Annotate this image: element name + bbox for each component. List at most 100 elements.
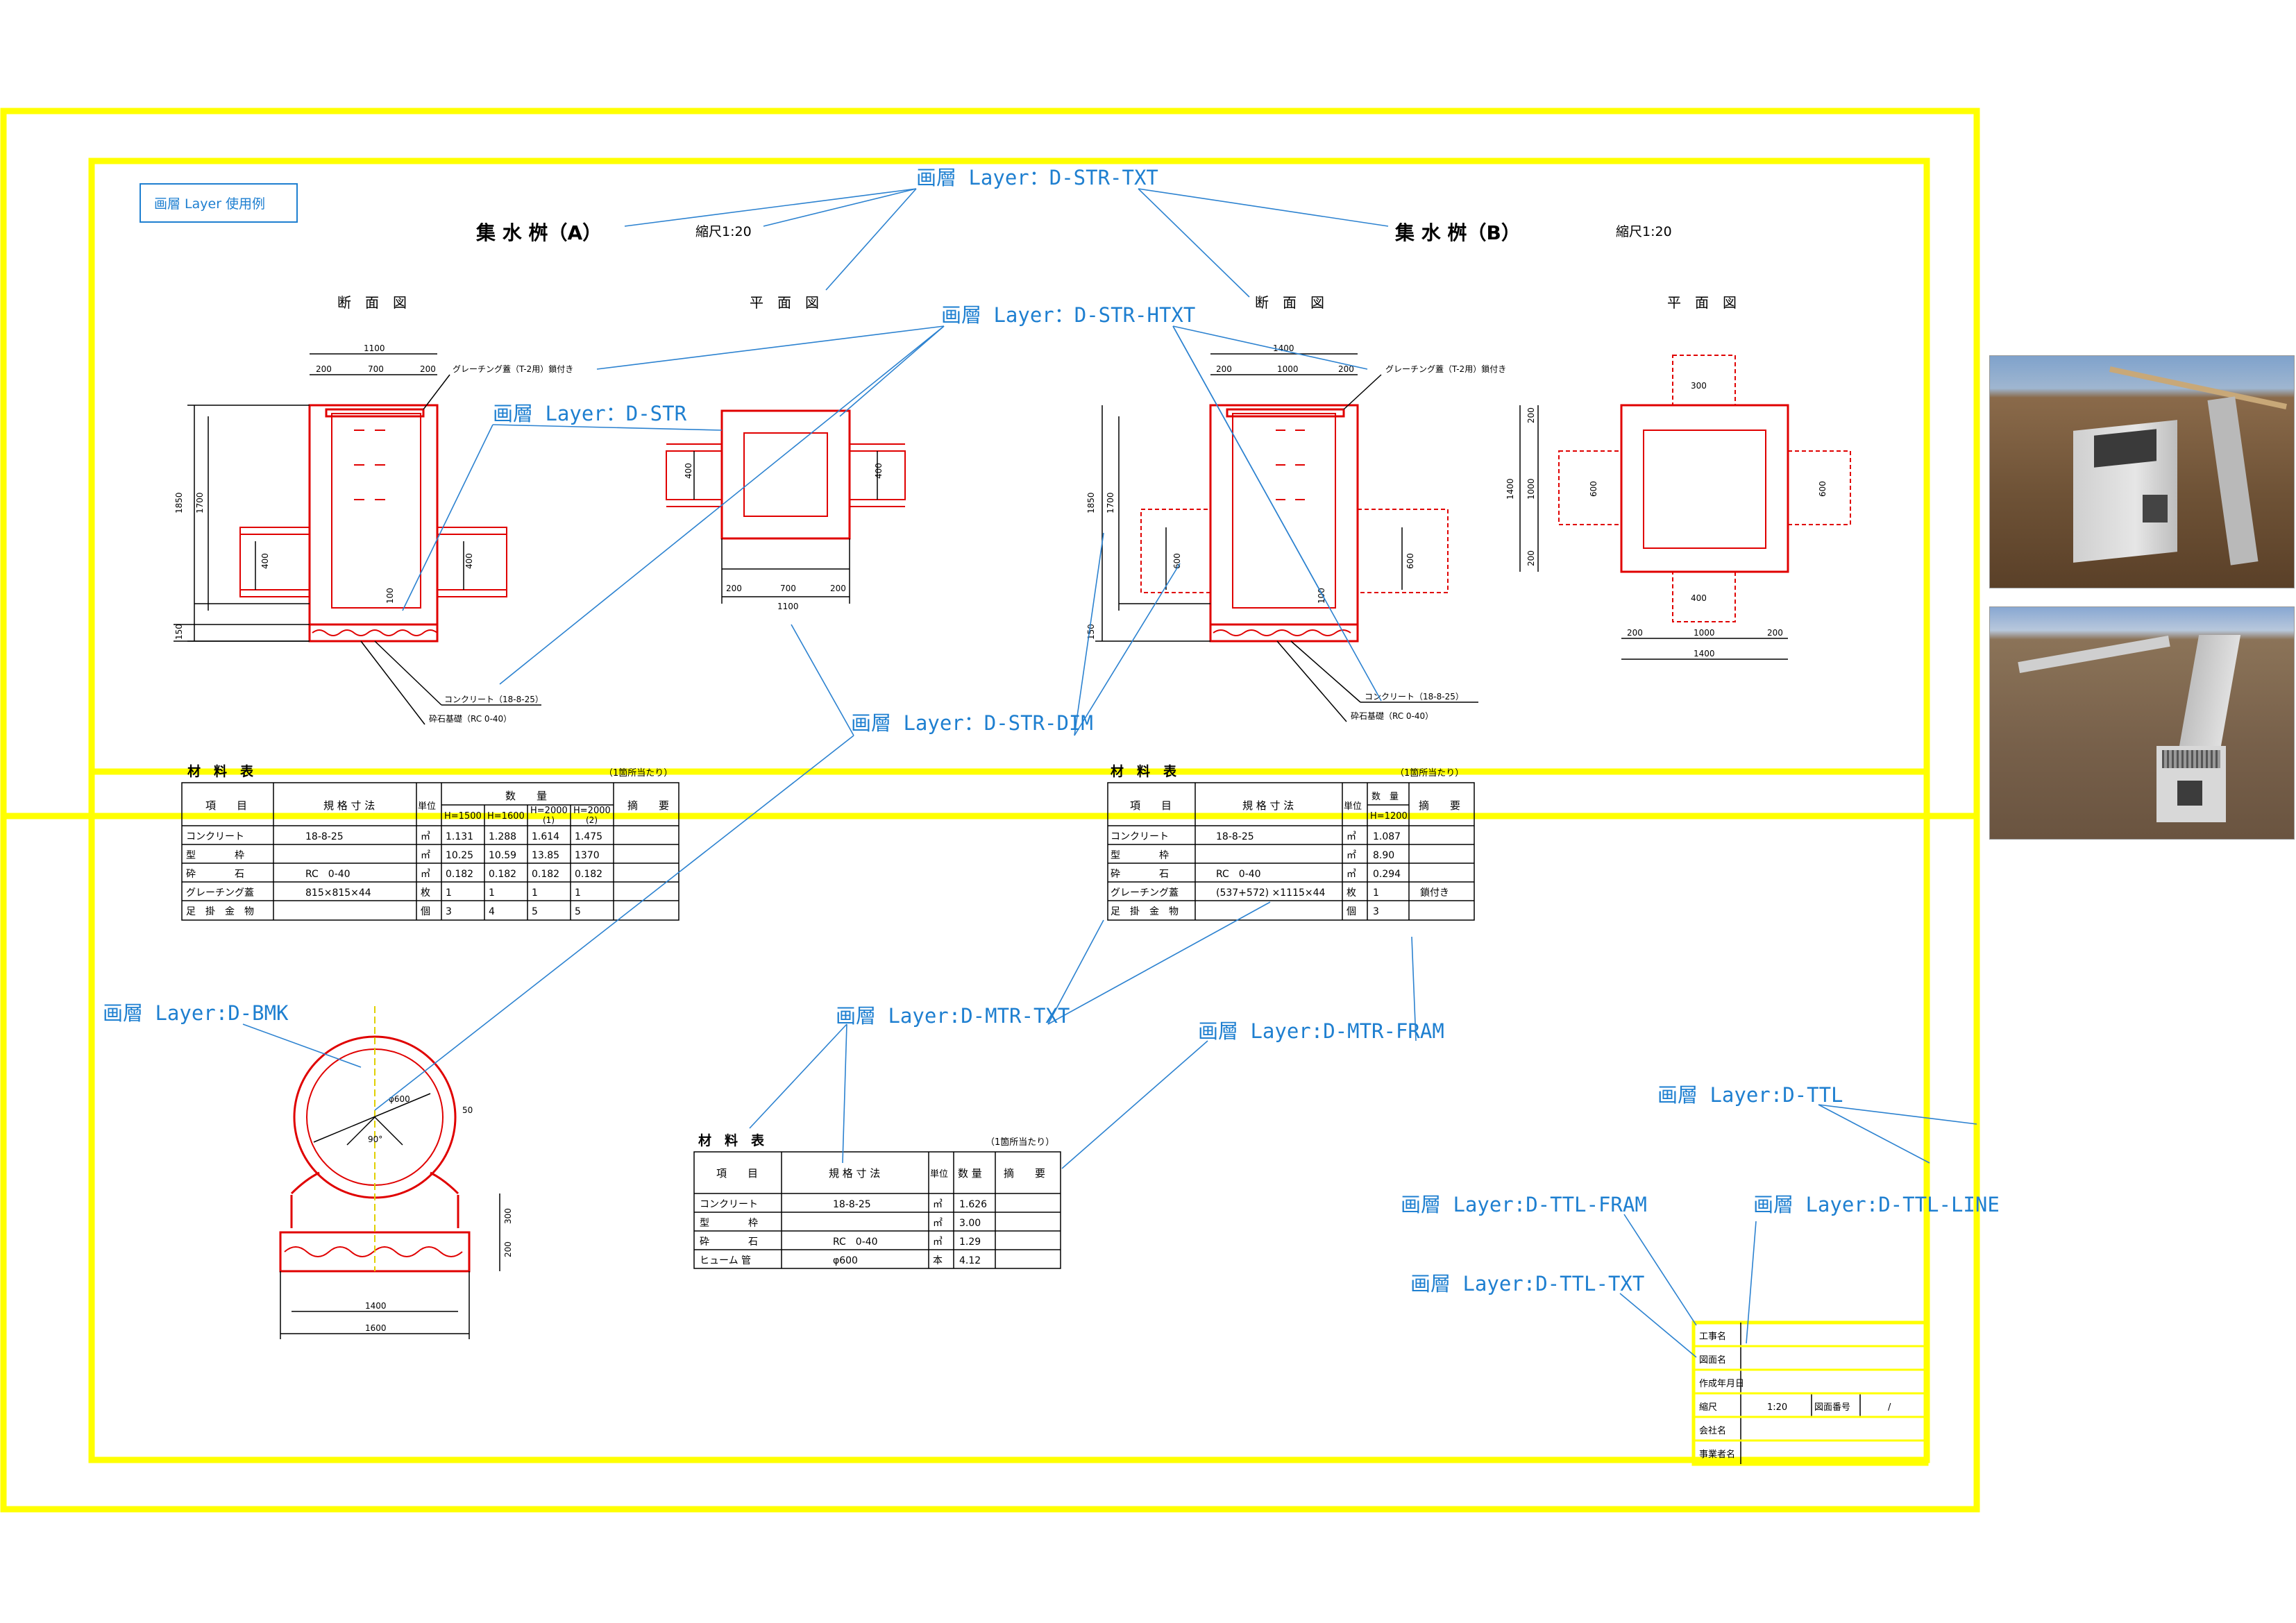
table-c-cell: コンクリート bbox=[700, 1199, 758, 1210]
title-b: 集 水 桝（B） bbox=[1394, 221, 1521, 244]
table-b-cell: 3 bbox=[1373, 906, 1379, 917]
layer-label-str: 画層 Layer：D-STR bbox=[493, 402, 687, 425]
svg-text:400: 400 bbox=[464, 553, 474, 569]
table-a-cell: RC 0-40 bbox=[305, 869, 351, 880]
section-b-drawing: 1400 200 1000 200 1850 1700 600 600 100 … bbox=[1086, 343, 1506, 722]
title-block-label: 会社名 bbox=[1699, 1425, 1726, 1436]
table-a-cell: 3 bbox=[446, 906, 452, 917]
svg-text:項 目: 項 目 bbox=[716, 1167, 758, 1180]
layer-label-mtr-fram: 画層 Layer:D-MTR-FRAM bbox=[1198, 1019, 1444, 1043]
svg-text:150: 150 bbox=[1086, 624, 1096, 640]
table-b-cell: 鎖付き bbox=[1420, 887, 1449, 899]
table-b-cell: 1.087 bbox=[1373, 831, 1401, 842]
svg-text:単位: 単位 bbox=[418, 801, 436, 812]
svg-text:200: 200 bbox=[1767, 628, 1783, 638]
outer-frame-lower bbox=[0, 108, 1980, 1513]
concrete-note-a: コンクリート（18-8-25） bbox=[444, 695, 543, 704]
table-a-cell: 1.131 bbox=[446, 831, 473, 842]
svg-text:400: 400 bbox=[1691, 593, 1707, 603]
table-b-cell: 個 bbox=[1347, 906, 1356, 917]
svg-text:数 量: 数 量 bbox=[1371, 792, 1399, 802]
grating-note-a: グレーチング蓋（T-2用）鎖付き bbox=[453, 364, 573, 374]
svg-text:単位: 単位 bbox=[930, 1169, 948, 1180]
table-b-cell: 足 掛 金 物 bbox=[1111, 906, 1179, 917]
table-a-cell: グレーチング蓋 bbox=[186, 887, 254, 899]
concrete-note-b: コンクリート（18-8-25） bbox=[1365, 692, 1464, 702]
table-a-cell: 0.182 bbox=[575, 869, 602, 880]
svg-text:400: 400 bbox=[684, 463, 693, 479]
svg-text:（1箇所当たり）: （1箇所当たり） bbox=[1395, 767, 1464, 779]
svg-text:200: 200 bbox=[1526, 550, 1536, 566]
svg-text:400: 400 bbox=[260, 553, 270, 569]
table-a-cell: 1 bbox=[575, 887, 581, 899]
photo-drainage-channel bbox=[1989, 606, 2295, 840]
svg-text:200: 200 bbox=[726, 584, 742, 593]
svg-text:1000: 1000 bbox=[1277, 364, 1299, 374]
photo-box-hole bbox=[2177, 781, 2202, 806]
table-a-cell: 10.59 bbox=[489, 850, 516, 861]
table-a-cell: 1.288 bbox=[489, 831, 516, 842]
table-a-cell: 0.182 bbox=[446, 869, 473, 880]
table-b-cell: グレーチング蓋 bbox=[1111, 887, 1179, 899]
title-block-value: / bbox=[1888, 1402, 1891, 1413]
photo-basin-side-hole bbox=[2143, 495, 2168, 522]
svg-text:600: 600 bbox=[1172, 553, 1182, 569]
svg-text:1850: 1850 bbox=[1086, 492, 1096, 513]
svg-text:1700: 1700 bbox=[1106, 492, 1115, 513]
table-b-cell: (537+572) ×1115×44 bbox=[1216, 887, 1326, 899]
svg-text:1700: 1700 bbox=[195, 492, 205, 513]
svg-text:1100: 1100 bbox=[777, 602, 799, 611]
table-a-cell: コンクリート bbox=[186, 831, 244, 842]
layer-label-ttl-fram: 画層 Layer:D-TTL-FRAM bbox=[1401, 1193, 1647, 1216]
table-b-cell: ㎥ bbox=[1347, 869, 1356, 880]
svg-text:H=1600: H=1600 bbox=[487, 811, 525, 822]
table-a-cell: 1 bbox=[489, 887, 495, 899]
svg-text:150: 150 bbox=[174, 624, 184, 640]
svg-text:1400: 1400 bbox=[1694, 649, 1715, 658]
inner-frame bbox=[88, 158, 1930, 775]
table-a-cell: 13.85 bbox=[532, 850, 559, 861]
svg-text:（1箇所当たり）: （1箇所当たり） bbox=[604, 767, 673, 779]
svg-text:数 量: 数 量 bbox=[505, 790, 547, 802]
table-b-cell: 1 bbox=[1373, 887, 1379, 899]
svg-text:200: 200 bbox=[1627, 628, 1643, 638]
table-c-cell: ㎥ bbox=[933, 1199, 943, 1210]
material-table-a: 材 料 表 （1箇所当たり） 項 目 規 格 寸 法 単位 数 量 H=1500… bbox=[181, 763, 679, 921]
svg-text:50: 50 bbox=[462, 1105, 473, 1115]
svg-text:1400: 1400 bbox=[1505, 478, 1515, 500]
table-c-cell: 本 bbox=[933, 1255, 943, 1266]
svg-text:規 格 寸 法: 規 格 寸 法 bbox=[323, 799, 375, 812]
layer-label-bmk: 画層 Layer:D-BMK bbox=[103, 1001, 289, 1025]
svg-text:H=1500: H=1500 bbox=[444, 811, 482, 822]
table-a-cell: 0.182 bbox=[489, 869, 516, 880]
svg-text:数 量: 数 量 bbox=[958, 1167, 982, 1180]
svg-text:200: 200 bbox=[316, 364, 332, 374]
svg-text:100: 100 bbox=[1317, 588, 1326, 604]
table-b-cell: 枚 bbox=[1347, 887, 1356, 899]
svg-text:200: 200 bbox=[503, 1241, 513, 1257]
title-block-value: 1:20 bbox=[1767, 1402, 1787, 1413]
svg-text:(2): (2) bbox=[586, 815, 598, 825]
table-b-cell: 砕 石 bbox=[1111, 869, 1169, 880]
plan-a-drawing: 200 700 200 1100 400 400 bbox=[666, 409, 906, 611]
svg-text:600: 600 bbox=[1818, 481, 1827, 497]
photo-basin-opening bbox=[2094, 429, 2156, 468]
material-table-c: 材 料 表 （1箇所当たり） 項 目 規 格 寸 法 単位 数 量 摘 要 コン… bbox=[693, 1132, 1061, 1269]
title-block-label: 縮尺 bbox=[1699, 1402, 1717, 1413]
svg-text:摘 要: 摘 要 bbox=[1004, 1167, 1045, 1180]
table-b-cell: 18-8-25 bbox=[1216, 831, 1254, 842]
section-b-label: 断 面 図 bbox=[1255, 294, 1324, 311]
svg-text:材 料 表: 材 料 表 bbox=[698, 1132, 765, 1148]
table-a-cell: 10.25 bbox=[446, 850, 473, 861]
table-c-cell: 18-8-25 bbox=[833, 1199, 871, 1210]
svg-text:700: 700 bbox=[780, 584, 796, 593]
table-b-cell: ㎥ bbox=[1347, 831, 1356, 842]
table-a-cell: 砕 石 bbox=[186, 869, 244, 880]
plan-a-label: 平 面 図 bbox=[750, 294, 819, 311]
table-a-cell: 1.475 bbox=[575, 831, 602, 842]
photo-grating bbox=[2162, 750, 2220, 768]
svg-text:600: 600 bbox=[1406, 553, 1415, 569]
layer-label-str-txt: 画層 Layer：D-STR-TXT bbox=[916, 166, 1158, 189]
scale-a: 縮尺1:20 bbox=[695, 224, 752, 239]
svg-text:1600: 1600 bbox=[365, 1323, 387, 1333]
